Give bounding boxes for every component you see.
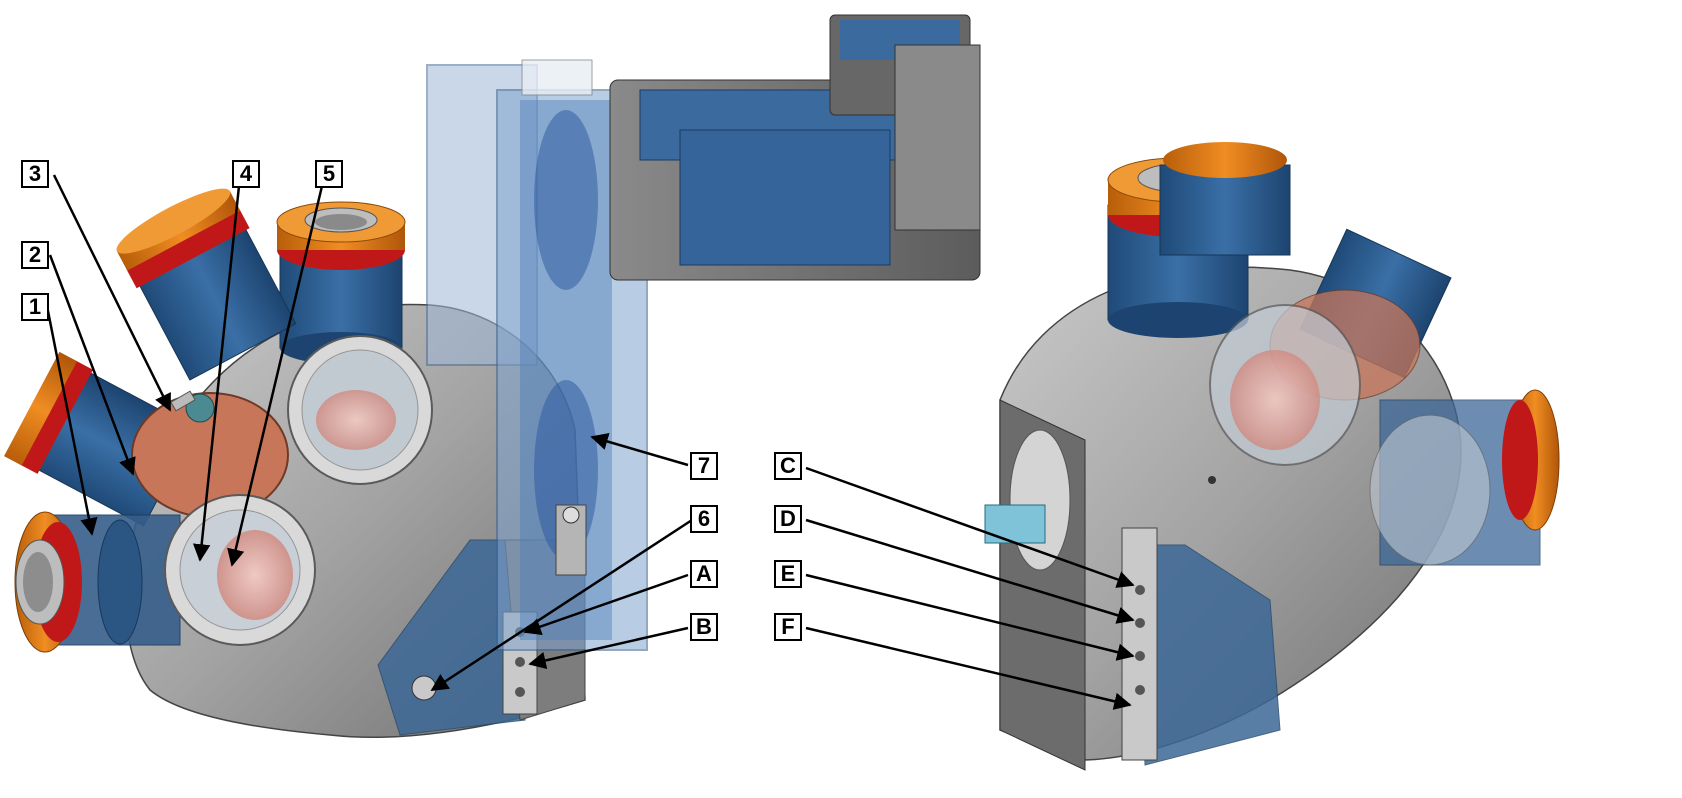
callout-F: F — [774, 613, 802, 641]
callout-2: 2 — [21, 241, 49, 269]
callout-4: 4 — [232, 160, 260, 188]
right-strip-hole — [1135, 685, 1145, 695]
left-bottom-port — [14, 511, 181, 653]
leader-4 — [192, 185, 241, 562]
callout-E: E — [774, 560, 802, 588]
leader-F — [805, 626, 1132, 710]
left-viewport-upper — [287, 335, 433, 485]
callout-1: 1 — [21, 293, 49, 321]
callout-3: 3 — [21, 160, 49, 188]
callout-7: 7 — [690, 452, 718, 480]
callout-C: C — [774, 452, 802, 480]
right-side-port — [1369, 389, 1560, 566]
leader-lines — [45, 174, 1135, 710]
leader-D — [805, 518, 1135, 624]
right-port-strip — [1121, 527, 1158, 761]
left-viewport-lower — [164, 494, 316, 646]
leader-6 — [430, 518, 693, 692]
right-small-screw — [1208, 476, 1216, 484]
left-strip-hole — [515, 687, 525, 697]
left-strip-hole — [515, 657, 525, 667]
right-strip-hole — [1135, 618, 1145, 628]
right-strip-hole — [1135, 585, 1145, 595]
left-upper-angled-port — [116, 188, 297, 381]
callout-5: 5 — [315, 160, 343, 188]
right-shaft — [984, 504, 1046, 544]
leader-2 — [48, 254, 136, 476]
right-assembly — [984, 142, 1560, 771]
leader-7 — [590, 433, 689, 467]
left-assembly — [4, 14, 981, 738]
leader-1 — [45, 305, 98, 536]
leader-3 — [52, 174, 172, 412]
motor-unit — [609, 14, 981, 281]
leader-5 — [227, 185, 324, 567]
leader-E — [805, 573, 1135, 661]
leader-A — [523, 573, 689, 636]
right-strip-hole — [1135, 651, 1145, 661]
callout-B: B — [690, 613, 718, 641]
callout-D: D — [774, 505, 802, 533]
callout-6: 6 — [690, 505, 718, 533]
callout-A: A — [690, 560, 718, 588]
right-back-port — [1159, 142, 1291, 256]
leader-B — [528, 626, 689, 670]
right-viewport-core — [1230, 350, 1320, 450]
leader-C — [805, 466, 1135, 588]
left-small-connector — [411, 675, 437, 701]
right-side-flange — [1009, 429, 1071, 571]
